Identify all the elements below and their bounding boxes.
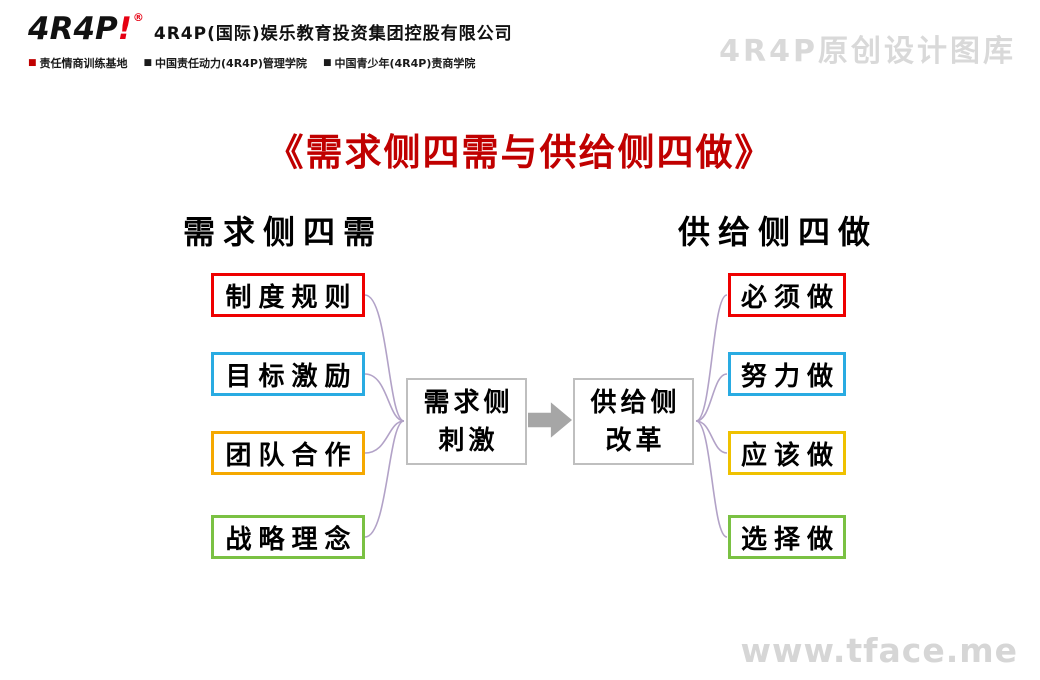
supply-item-must: 必须做 xyxy=(728,273,846,317)
connector-right-3 xyxy=(695,420,728,454)
connector-right-4 xyxy=(695,420,728,538)
sub-brand-label: 责任情商训练基地 xyxy=(39,57,128,71)
demand-stimulus-line1: 需求侧 xyxy=(423,387,514,418)
supply-item-choose: 选择做 xyxy=(728,515,846,559)
demand-item-goals: 目标激励 xyxy=(211,352,365,396)
demand-stimulus-box: 需求侧 刺激 xyxy=(406,378,527,465)
registered-mark-icon: ® xyxy=(132,11,144,24)
square-bullet-icon: ■ xyxy=(28,58,37,69)
supply-reform-box: 供给侧 改革 xyxy=(573,378,694,465)
sub-brand-label: 中国责任动力(4R4P)管理学院 xyxy=(155,57,307,71)
connector-right-2 xyxy=(695,373,728,422)
demand-item-strategy: 战略理念 xyxy=(211,515,365,559)
page-title: 《需求侧四需与供给侧四做》 xyxy=(266,131,774,174)
logo-exclamation: ! xyxy=(117,11,132,47)
square-bullet-icon: ■ xyxy=(322,58,332,69)
demand-side-heading: 需求侧四需 xyxy=(183,213,384,251)
supply-reform-line2: 改革 xyxy=(605,425,666,456)
demand-stimulus-line2: 刺激 xyxy=(438,425,499,456)
supply-item-strive: 努力做 xyxy=(728,352,846,396)
company-name: 4R4P(国际)娱乐教育投资集团控股有限公司 xyxy=(153,24,513,44)
flow-arrow-icon xyxy=(528,402,572,438)
demand-item-teamwork: 团队合作 xyxy=(211,431,365,475)
connector-right-1 xyxy=(695,294,728,422)
connector-left-2 xyxy=(364,373,405,422)
square-bullet-icon: ■ xyxy=(143,58,153,69)
watermark-website: www.tface.me xyxy=(740,631,1018,670)
sub-brands: ■ 责任情商训练基地 ■ 中国责任动力(4R4P)管理学院 ■ 中国青少年(4R… xyxy=(28,55,513,71)
supply-reform-line1: 供给侧 xyxy=(590,387,681,418)
sub-brand-item: ■ 责任情商训练基地 xyxy=(28,55,128,71)
demand-item-rules: 制度规则 xyxy=(211,273,365,317)
connector-left-3 xyxy=(364,420,405,454)
supply-side-heading: 供给侧四做 xyxy=(678,213,879,251)
watermark-design-library: 4R4P原创设计图库 xyxy=(719,34,1016,69)
logo-text: 4R4P xyxy=(28,11,118,47)
supply-item-should: 应该做 xyxy=(728,431,846,475)
brand-header: 4R4P!® 4R4P(国际)娱乐教育投资集团控股有限公司 ■ 责任情商训练基地… xyxy=(28,11,513,71)
sub-brand-label: 中国青少年(4R4P)责商学院 xyxy=(334,57,476,71)
logo-4r4p: 4R4P!® xyxy=(28,11,144,47)
sub-brand-item: ■ 中国青少年(4R4P)责商学院 xyxy=(323,55,475,71)
connector-left-1 xyxy=(364,294,405,422)
connector-left-4 xyxy=(364,420,405,538)
sub-brand-item: ■ 中国责任动力(4R4P)管理学院 xyxy=(144,55,307,71)
